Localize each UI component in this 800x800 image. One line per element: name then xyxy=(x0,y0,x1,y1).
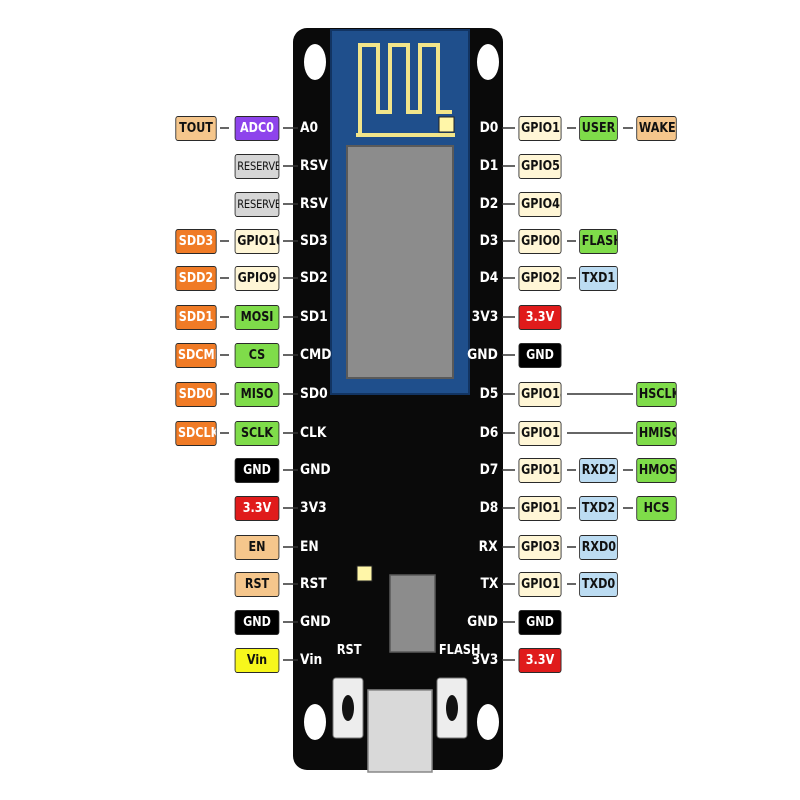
usb-connector xyxy=(367,689,433,773)
mounting-hole-top-left xyxy=(304,44,326,80)
flash-button-cap xyxy=(446,695,458,721)
pin-function-tag: RESERVED xyxy=(234,154,280,179)
pin-function-tag: SDD2 xyxy=(175,266,217,291)
pin-function-tag: RESERVED xyxy=(234,192,280,217)
pin-function-tag: GPIO16 xyxy=(518,116,562,141)
pin-label-right: RX xyxy=(479,539,498,555)
pin-function-tag: GND xyxy=(234,458,280,483)
mounting-hole-top-right xyxy=(477,44,499,80)
pin-label-left: RST xyxy=(300,576,327,592)
pin-label-left: 3V3 xyxy=(300,500,327,516)
pin-function-tag: FLASH xyxy=(579,229,618,254)
rst-button-cap xyxy=(342,695,354,721)
pin-function-tag: TXD1 xyxy=(579,266,618,291)
pin-label-left: SD0 xyxy=(300,386,328,402)
pin-function-tag: SDD3 xyxy=(175,229,217,254)
pin-function-tag: SDD0 xyxy=(175,382,217,407)
pin-label-left: RSV xyxy=(300,158,328,174)
pin-function-tag: GPIO14 xyxy=(518,382,562,407)
pin-label-right: D2 xyxy=(479,196,498,212)
pin-function-tag: SDD1 xyxy=(175,305,217,330)
pin-function-tag: TXD2 xyxy=(579,496,618,521)
pin-function-tag: MOSI xyxy=(234,305,280,330)
pin-function-tag: 3.3V xyxy=(518,305,562,330)
pin-function-tag: USER xyxy=(579,116,618,141)
rst-button-label: RST xyxy=(336,643,362,658)
pin-function-tag: HMISO xyxy=(636,421,677,446)
pin-function-tag: Vin xyxy=(234,648,280,673)
pin-label-right: D7 xyxy=(479,462,498,478)
pin-function-tag: RST xyxy=(234,572,280,597)
usb-uart-chip xyxy=(389,574,436,653)
pin-label-right: D1 xyxy=(479,158,498,174)
pin-label-left: RSV xyxy=(300,196,328,212)
pin-function-tag: GPIO9 xyxy=(234,266,280,291)
pin-function-tag: HCS xyxy=(636,496,677,521)
antenna-trace xyxy=(356,43,455,137)
mounting-hole-bottom-right xyxy=(477,704,499,740)
pin-label-right: GND xyxy=(467,614,498,630)
mounting-hole-bottom-left xyxy=(304,704,326,740)
pin-function-tag: GPIO12 xyxy=(518,421,562,446)
pin-label-right: D0 xyxy=(479,120,498,136)
pin-function-tag: WAKE xyxy=(636,116,677,141)
pin-function-tag: RXD0 xyxy=(579,535,618,560)
pin-label-right: 3V3 xyxy=(471,652,498,668)
pin-function-tag: ADC0 xyxy=(234,116,280,141)
pin-function-tag: GPIO3 xyxy=(518,535,562,560)
pin-label-left: SD3 xyxy=(300,233,328,249)
pin-label-left: SD1 xyxy=(300,309,328,325)
pin-label-right: D6 xyxy=(479,425,498,441)
pin-function-tag: TXD0 xyxy=(579,572,618,597)
pin-function-tag: MISO xyxy=(234,382,280,407)
pin-label-right: D3 xyxy=(479,233,498,249)
pin-label-left: GND xyxy=(300,462,331,478)
pin-label-right: D4 xyxy=(479,270,498,286)
pin-function-tag: EN xyxy=(234,535,280,560)
pin-label-left: Vin xyxy=(300,652,323,668)
pin-function-tag: GND xyxy=(518,343,562,368)
pin-function-tag: HSCLK xyxy=(636,382,677,407)
pin-function-tag: GND xyxy=(234,610,280,635)
pin-function-tag: RXD2 xyxy=(579,458,618,483)
pin-function-tag: SDCMD xyxy=(175,343,217,368)
pin-function-tag: GPIO4 xyxy=(518,192,562,217)
pin-function-tag: GPIO5 xyxy=(518,154,562,179)
pin-function-tag: GPIO0 xyxy=(518,229,562,254)
pin-function-tag: 3.3V xyxy=(518,648,562,673)
pin-function-tag: 3.3V xyxy=(234,496,280,521)
pin-label-right: TX xyxy=(480,576,498,592)
status-led xyxy=(356,565,373,582)
pin-function-tag: GPIO2 xyxy=(518,266,562,291)
pin-function-tag: HMOSI xyxy=(636,458,677,483)
pin-function-tag: SCLK xyxy=(234,421,280,446)
pin-label-right: GND xyxy=(467,347,498,363)
pin-function-tag: GPIO15 xyxy=(518,496,562,521)
shield-can xyxy=(346,145,454,379)
pin-label-right: D5 xyxy=(479,386,498,402)
pin-function-tag: GPIO1 xyxy=(518,572,562,597)
pin-function-tag: SDCLK xyxy=(175,421,217,446)
flash-button-label: FLASH xyxy=(438,643,481,658)
pin-function-tag: CS xyxy=(234,343,280,368)
module-led xyxy=(438,116,455,133)
pin-label-left: CMD xyxy=(300,347,332,363)
pin-label-left: A0 xyxy=(300,120,319,136)
leader-lines xyxy=(220,127,633,661)
pin-label-right: 3V3 xyxy=(471,309,498,325)
pin-label-left: EN xyxy=(300,539,319,555)
pin-function-tag: GPIO13 xyxy=(518,458,562,483)
pin-function-tag: TOUT xyxy=(175,116,217,141)
pin-function-tag: GND xyxy=(518,610,562,635)
pin-label-left: CLK xyxy=(300,425,327,441)
pin-label-left: SD2 xyxy=(300,270,328,286)
pin-label-right: D8 xyxy=(479,500,498,516)
pin-label-left: GND xyxy=(300,614,331,630)
pin-function-tag: GPIO10 xyxy=(234,229,280,254)
